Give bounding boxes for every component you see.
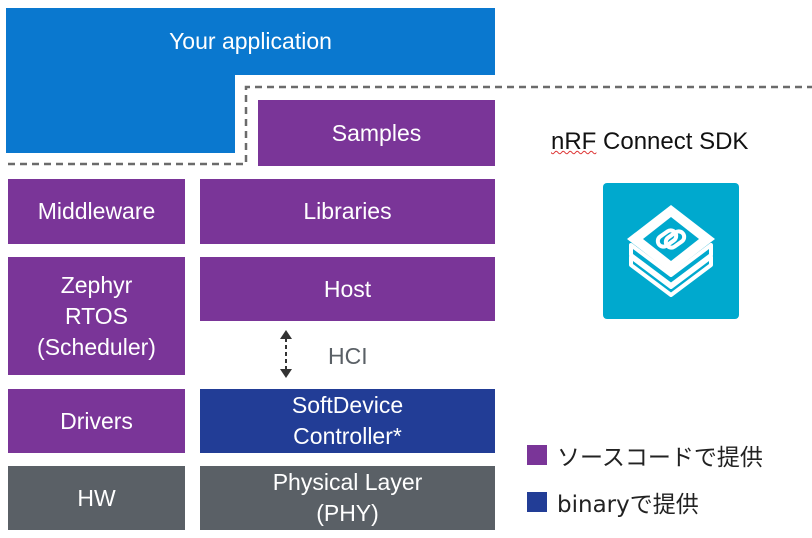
hw-label: HW: [77, 484, 116, 511]
sdk-title-prefix: nRF: [551, 128, 597, 155]
sdk-title-rest: Connect SDK: [596, 128, 749, 155]
zephyr-rtos-block: Zephyr RTOS (Scheduler): [8, 257, 185, 375]
samples-block: Samples: [258, 100, 495, 166]
zephyr-label-line1: Zephyr: [60, 271, 133, 298]
middleware-block: Middleware: [8, 179, 185, 244]
phy-label-line2: (PHY): [316, 500, 379, 526]
softdevice-label-line2: Controller*: [293, 423, 402, 449]
zephyr-label-line2: RTOS: [64, 302, 129, 329]
drivers-block: Drivers: [8, 389, 185, 453]
hci-label: HCI: [328, 343, 368, 369]
softdevice-controller-block: SoftDevice Controller*: [200, 389, 495, 453]
legend-binary: binaryで提供: [527, 485, 699, 519]
zephyr-label-line3: (Scheduler): [37, 333, 156, 360]
host-block: Host: [200, 257, 495, 321]
drivers-label: Drivers: [60, 407, 133, 434]
nrf-connect-sdk-logo-icon: [603, 183, 739, 319]
your-application-label: Your application: [169, 28, 332, 54]
samples-label: Samples: [331, 119, 422, 146]
libraries-label: Libraries: [303, 198, 392, 224]
hci-double-arrow-icon: [280, 330, 292, 378]
physical-layer-block: Physical Layer (PHY): [200, 466, 495, 530]
libraries-block: Libraries: [200, 179, 495, 244]
legend-binary-swatch: [527, 492, 547, 512]
softdevice-label-line1: SoftDevice: [291, 392, 404, 418]
legend-source: ソースコードで提供: [527, 438, 763, 472]
legend-binary-label: binaryで提供: [557, 492, 699, 518]
phy-label-line1: Physical Layer: [272, 469, 423, 495]
host-label: Host: [323, 275, 372, 302]
sdk-title: nRF Connect SDK: [551, 128, 748, 156]
legend-source-swatch: [527, 445, 547, 465]
your-application-block: Your application: [0, 0, 497, 165]
hw-block: HW: [8, 466, 185, 530]
middleware-label: Middleware: [37, 198, 156, 224]
legend-source-label: ソースコードで提供: [557, 445, 763, 471]
